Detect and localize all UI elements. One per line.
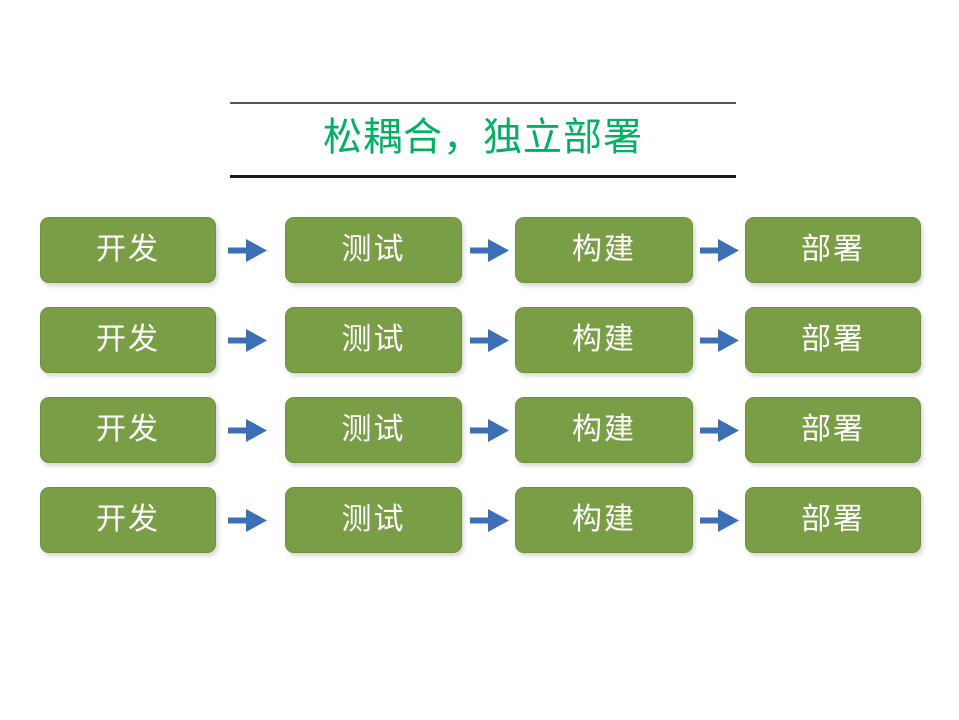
title-rule-top [230, 102, 736, 104]
arrow-right-icon [228, 418, 268, 443]
page-title: 松耦合，独立部署 [322, 115, 643, 161]
stage-box-develop[interactable]: 开发 [40, 487, 216, 553]
arrow-right-icon [470, 328, 510, 353]
stage-label: 部署 [801, 232, 865, 267]
stage-label: 构建 [572, 232, 636, 267]
stage-label: 构建 [572, 412, 636, 447]
stage-label: 开发 [96, 412, 160, 447]
pipeline-row: 开发 测试 构建 [0, 397, 959, 463]
stage-box-deploy[interactable]: 部署 [745, 217, 921, 283]
stage-box-deploy[interactable]: 部署 [745, 307, 921, 373]
arrow-right-icon [470, 238, 510, 263]
title-rule-bottom [230, 175, 736, 178]
stage-box-test[interactable]: 测试 [285, 217, 462, 283]
arrow-right-icon [700, 328, 740, 353]
stage-box-develop[interactable]: 开发 [40, 217, 216, 283]
arrow-right-icon [700, 418, 740, 443]
stage-label: 开发 [96, 502, 160, 537]
stage-box-build[interactable]: 构建 [515, 307, 693, 373]
stage-label: 部署 [801, 502, 865, 537]
pipeline-group: 开发 测试 构建 [0, 217, 959, 553]
stage-box-test[interactable]: 测试 [285, 397, 462, 463]
stage-box-build[interactable]: 构建 [515, 397, 693, 463]
stage-box-test[interactable]: 测试 [285, 307, 462, 373]
pipeline-row: 开发 测试 构建 [0, 307, 959, 373]
stage-label: 测试 [341, 232, 406, 267]
stage-box-develop[interactable]: 开发 [40, 307, 216, 373]
stage-label: 部署 [801, 412, 865, 447]
stage-label: 部署 [801, 322, 865, 357]
arrow-right-icon [470, 418, 510, 443]
arrow-right-icon [700, 508, 740, 533]
arrow-right-icon [700, 238, 740, 263]
pipeline-row: 开发 测试 构建 [0, 217, 959, 283]
stage-label: 测试 [341, 322, 406, 357]
stage-box-build[interactable]: 构建 [515, 487, 693, 553]
arrow-right-icon [228, 238, 268, 263]
stage-box-build[interactable]: 构建 [515, 217, 693, 283]
arrow-right-icon [228, 508, 268, 533]
stage-box-deploy[interactable]: 部署 [745, 487, 921, 553]
slide-title-block: 松耦合，独立部署 [230, 100, 736, 180]
stage-label: 测试 [341, 502, 406, 537]
arrow-right-icon [228, 328, 268, 353]
stage-label: 构建 [572, 502, 636, 537]
stage-box-develop[interactable]: 开发 [40, 397, 216, 463]
stage-box-test[interactable]: 测试 [285, 487, 462, 553]
stage-label: 开发 [96, 232, 160, 267]
stage-label: 测试 [341, 412, 406, 447]
stage-label: 开发 [96, 322, 160, 357]
stage-box-deploy[interactable]: 部署 [745, 397, 921, 463]
stage-label: 构建 [572, 322, 636, 357]
arrow-right-icon [470, 508, 510, 533]
pipeline-row: 开发 测试 构建 [0, 487, 959, 553]
